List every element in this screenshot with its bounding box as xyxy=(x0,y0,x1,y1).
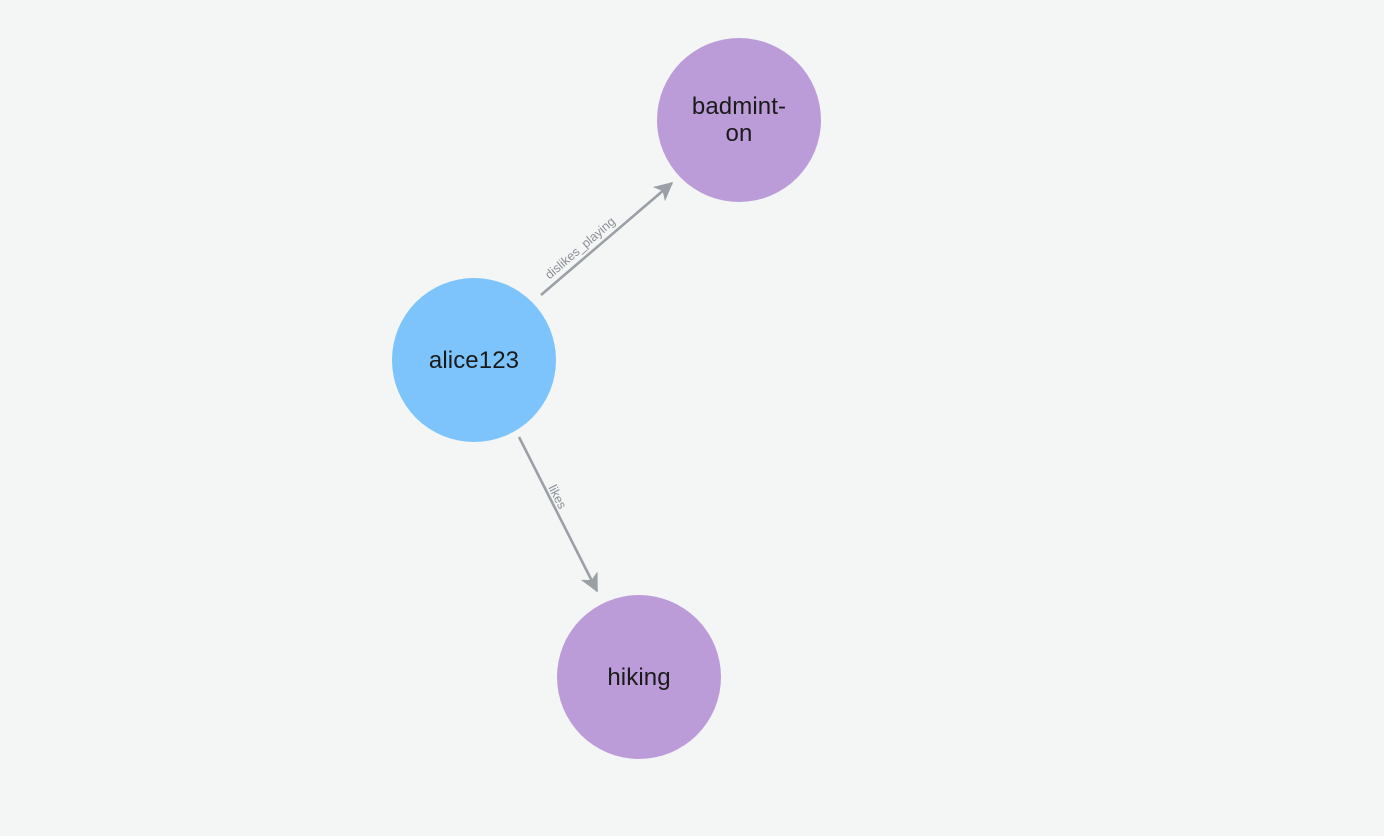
graph-node-badminton[interactable]: badmint- on xyxy=(657,38,821,202)
node-label-badminton: badmint- on xyxy=(691,93,787,147)
graph-node-alice123[interactable]: alice123 xyxy=(392,278,556,442)
edge-line-dislikes-playing[interactable] xyxy=(540,182,674,296)
graph-node-hiking[interactable]: hiking xyxy=(557,595,721,759)
node-label-alice123: alice123 xyxy=(428,346,520,374)
node-label-hiking: hiking xyxy=(607,663,671,691)
edge-lines xyxy=(517,182,674,593)
edge-line-likes[interactable] xyxy=(517,436,599,593)
